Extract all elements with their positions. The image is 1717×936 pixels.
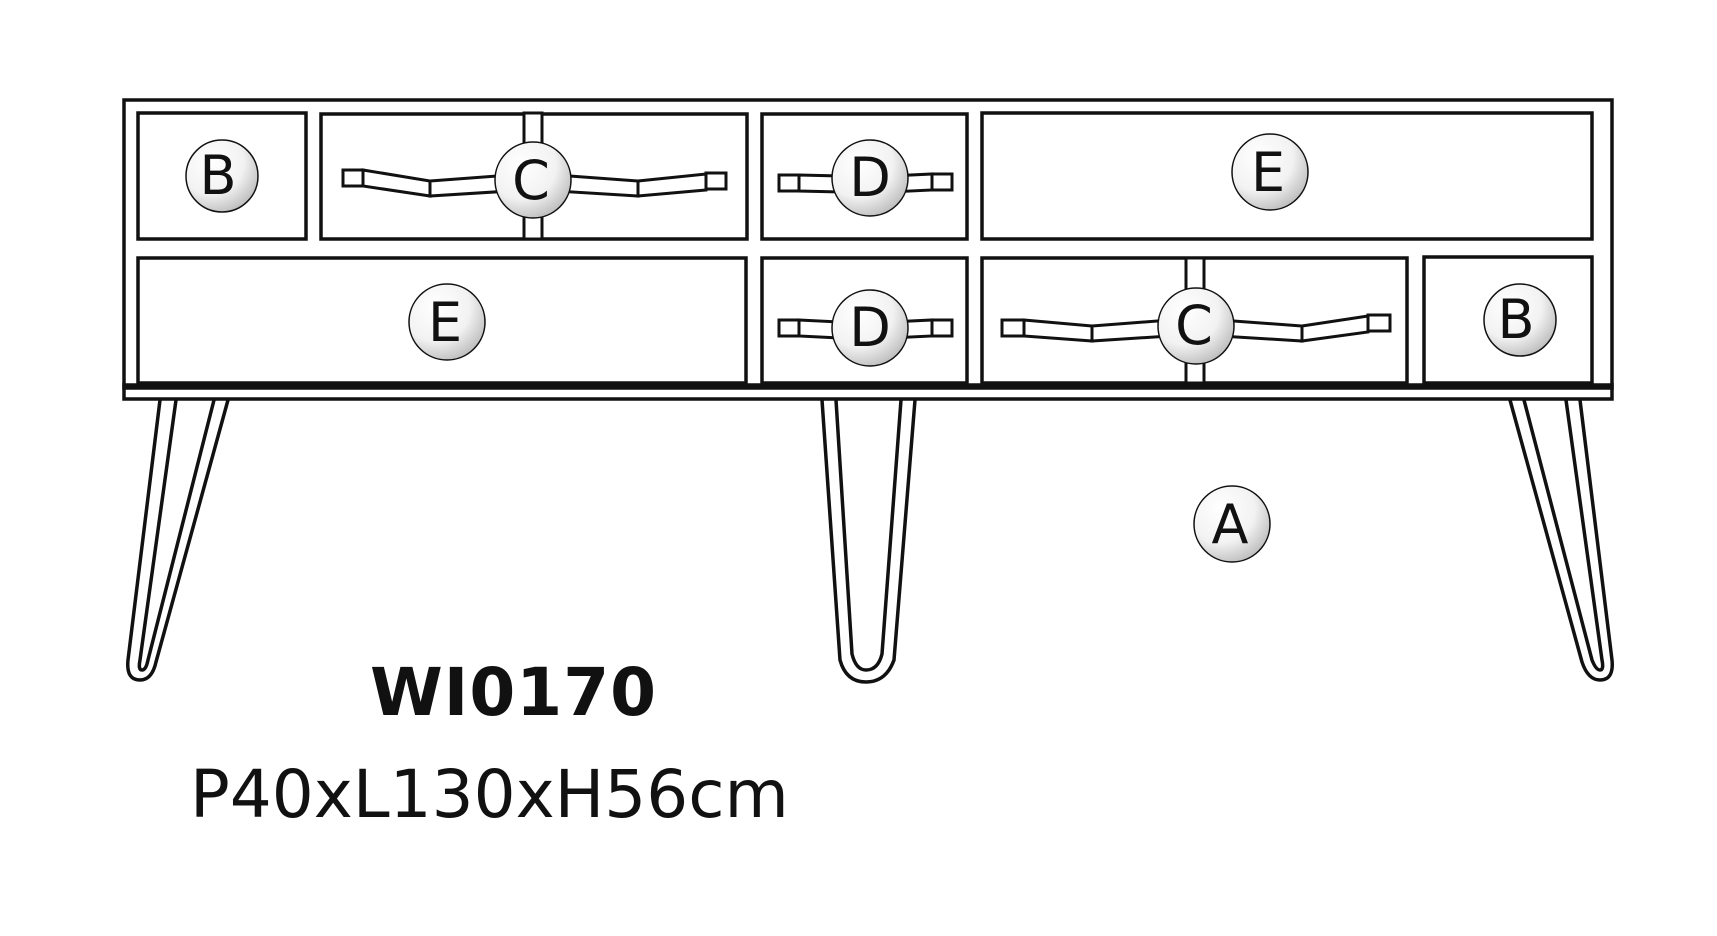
callout-b-bottom: B [1483, 283, 1557, 357]
leg-center [820, 399, 917, 684]
handle-end-left [777, 173, 801, 193]
shelf-top-right [980, 111, 1594, 241]
svg-text:D: D [849, 296, 891, 359]
svg-text:B: B [199, 144, 236, 207]
handle-end-right [704, 171, 728, 191]
handle-bar-left-1 [361, 168, 432, 198]
callout-e-top: E [1231, 133, 1309, 211]
cabinet-plinth [122, 383, 1614, 401]
svg-text:C: C [512, 149, 550, 212]
product-code: WI0170 [370, 654, 658, 731]
svg-text:A: A [1212, 493, 1249, 556]
callout-a: A [1193, 485, 1271, 563]
callout-c-bottom: C [1157, 287, 1235, 365]
callout-d-top: D [831, 139, 909, 217]
drawer-top-small [760, 112, 969, 241]
handle-bar-right-2 [636, 172, 708, 198]
handle-end-left [1000, 318, 1026, 338]
product-dimensions: P40xL130xH56cm [190, 756, 789, 833]
callout-bubbles: B C D E E D C [185, 133, 1557, 563]
shelf-bottom-left [136, 256, 748, 385]
svg-text:B: B [1497, 288, 1534, 351]
callout-c-top: C [494, 141, 572, 219]
handle-end-left [777, 318, 801, 338]
drawer-bottom-small [760, 256, 969, 385]
panel-top-left [136, 111, 308, 241]
svg-text:E: E [428, 291, 462, 354]
leg-right [1508, 399, 1614, 682]
handle-end-left [341, 168, 365, 188]
svg-text:D: D [849, 146, 891, 209]
handle-end-right [930, 172, 954, 192]
legs [126, 399, 1614, 684]
cabinet-outer-frame [122, 98, 1614, 390]
cabinet-body [122, 98, 1614, 401]
callout-d-bottom: D [831, 289, 909, 367]
panel-bottom-right [1422, 255, 1594, 385]
svg-text:E: E [1251, 141, 1285, 204]
callout-b-top: B [185, 139, 259, 213]
callout-e-bottom: E [408, 283, 486, 361]
handle-end-right [1366, 313, 1392, 333]
handle-end-right [930, 318, 954, 338]
svg-text:C: C [1175, 294, 1213, 357]
handle-bar-left-1 [1022, 318, 1094, 343]
leg-left [126, 399, 230, 682]
handle-bar-right-2 [1300, 314, 1370, 343]
